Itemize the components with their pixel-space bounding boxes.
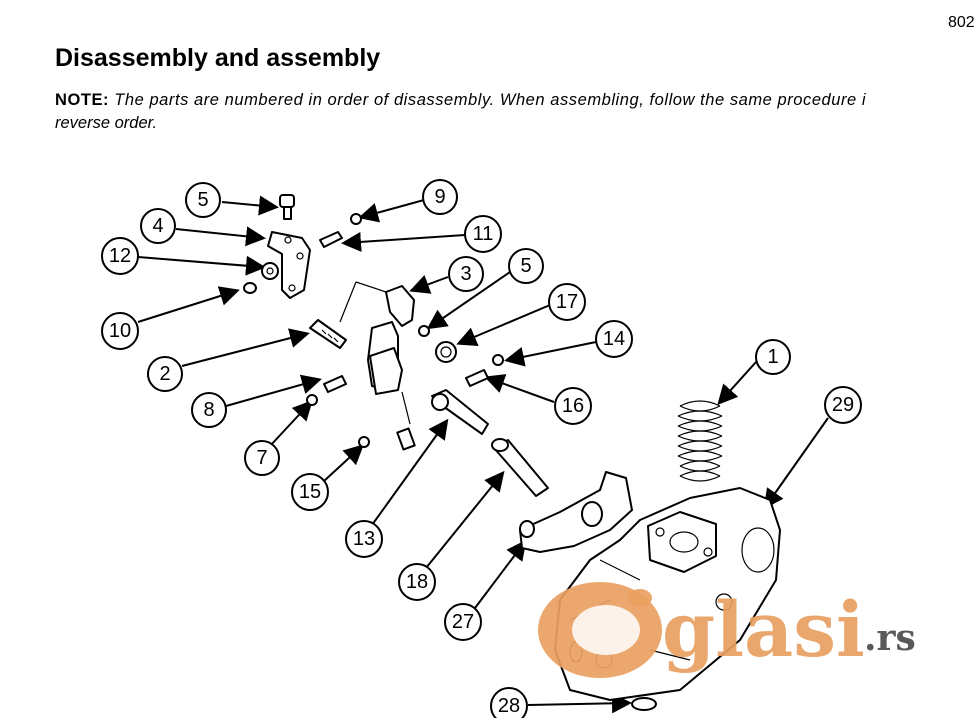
callout-27: 27 [444,603,482,641]
part-screw-2 [309,319,347,349]
callout-7: 7 [244,440,280,476]
svg-text:18: 18 [406,571,428,593]
callout-14: 14 [595,320,633,358]
part-oring-28 [631,697,657,711]
part-pin-18 [491,438,549,497]
part-pin-8 [323,375,347,393]
part-bolt-5 [279,194,295,220]
callout-4: 4 [140,208,176,244]
svg-text:13: 13 [353,528,375,550]
part-ring-14 [492,354,504,366]
svg-text:5: 5 [520,255,531,277]
leader-lines [137,195,829,714]
part-ring-15 [358,436,370,448]
callout-5: 5 [185,182,221,218]
svg-text:27: 27 [452,611,474,633]
svg-text:14: 14 [603,328,625,350]
callout-12: 12 [101,237,139,275]
note-text-line1: The parts are numbered in order of disas… [114,91,867,109]
part-spring-1 [677,400,723,482]
part-shaft-13 [431,389,489,435]
callout-2: 2 [147,356,183,392]
watermark-o-glyph [538,582,662,678]
watermark-suffix: .rs [864,617,916,659]
part-pin-16 [465,369,489,387]
svg-text:28: 28 [498,695,520,717]
section-title: Disassembly and assembly [55,44,381,72]
svg-text:4: 4 [152,215,163,237]
part-bearing-17 [435,341,457,363]
part-ring-10 [243,282,257,294]
callout-3: 3 [448,256,484,292]
svg-text:7: 7 [256,447,267,469]
svg-text:9: 9 [434,186,445,208]
callout-13: 13 [345,520,383,558]
part-block-3 [339,281,416,451]
note-paragraph: NOTE: The parts are numbered in order of… [55,89,975,135]
svg-text:3: 3 [460,263,471,285]
note-text-line2: reverse order. [55,114,158,132]
part-ring-5b [418,325,430,337]
svg-text:1: 1 [767,346,778,368]
callout-16: 16 [554,387,592,425]
callout-1: 1 [755,339,791,375]
callout-5b: 5 [508,248,544,284]
svg-text:29: 29 [832,394,854,416]
svg-text:12: 12 [109,245,131,267]
watermark-brand: glasi [662,585,865,674]
svg-text:8: 8 [203,399,214,421]
callout-29: 29 [824,386,862,424]
svg-text:10: 10 [109,320,131,342]
callout-8: 8 [191,392,227,428]
part-pin-11 [319,231,343,248]
callout-15: 15 [291,473,329,511]
part-ring-9 [350,213,362,225]
page-number: 802 [948,14,975,31]
watermark-logo: glasi .rs [538,582,916,678]
part-bushing-12 [261,262,279,280]
note-label: NOTE: [55,91,110,109]
callout-28: 28 [490,687,528,718]
callout-11: 11 [464,215,502,253]
callout-9: 9 [422,179,458,215]
svg-text:17: 17 [556,291,578,313]
svg-text:11: 11 [473,223,494,245]
svg-text:16: 16 [562,395,584,417]
svg-text:2: 2 [159,363,170,385]
callout-10: 10 [101,312,139,350]
callout-17: 17 [548,283,586,321]
part-ring-7 [306,394,318,406]
part-lever-27 [519,471,633,553]
svg-text:15: 15 [299,481,321,503]
part-bracket-4 [267,231,311,299]
svg-text:5: 5 [197,189,208,211]
callout-18: 18 [398,563,436,601]
